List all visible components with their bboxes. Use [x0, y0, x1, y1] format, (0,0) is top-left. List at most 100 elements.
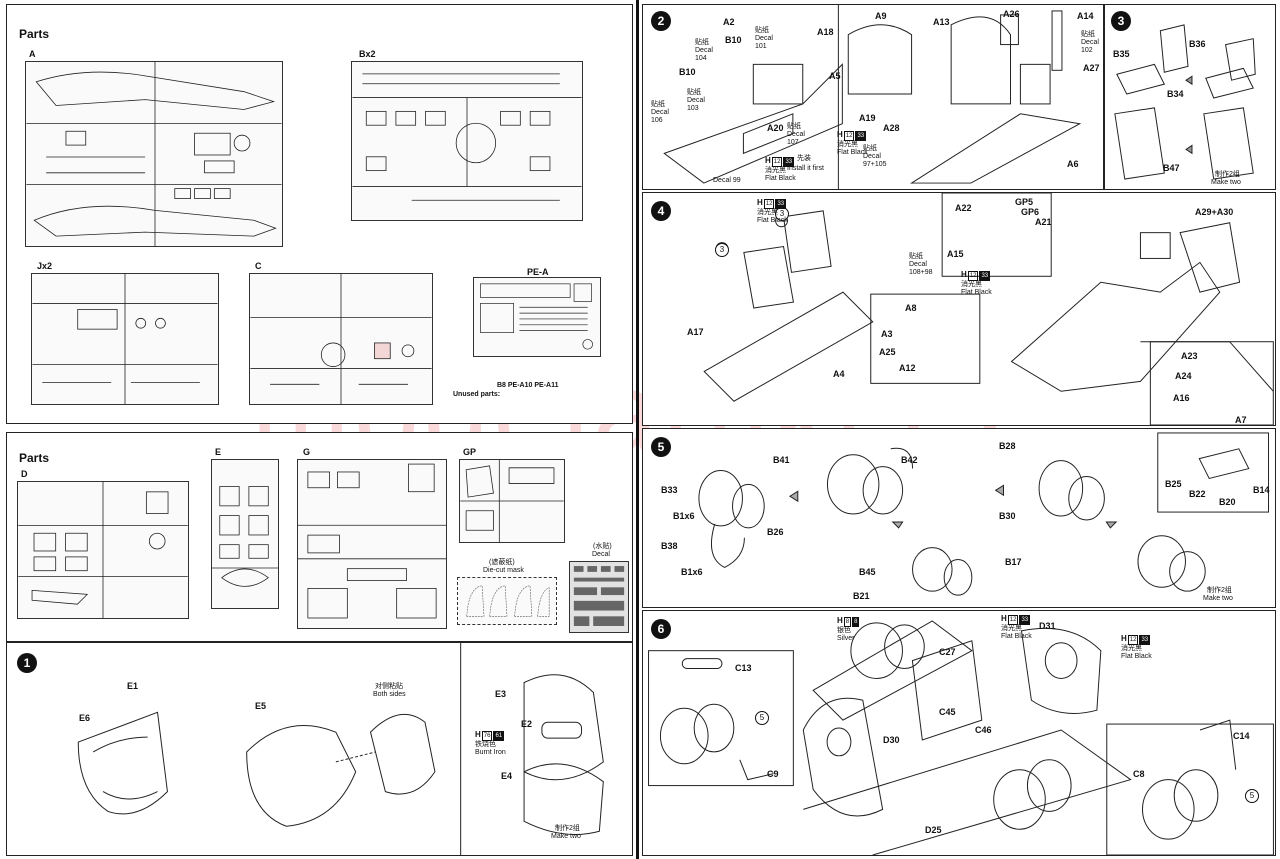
diecut-mask-label: Die-cut mask [483, 567, 524, 574]
part-label-b1x6: B1x6 [673, 511, 695, 521]
sprue-jx2-label: Jx2 [37, 261, 53, 271]
callout-text: 贴纸 [863, 145, 877, 152]
callout-text: 消光黑 [1001, 625, 1022, 632]
install-first-label: Install it first [787, 165, 824, 172]
part-label-a29-a30: A29+A30 [1195, 207, 1234, 217]
step-5-drawing [698, 432, 1270, 596]
part-label-c27: C27 [939, 647, 956, 657]
callout-text: 贴纸 [787, 123, 801, 130]
callout-text: 消光黑 [757, 209, 778, 216]
part-label-b33: B33 [661, 485, 678, 495]
part-label-a18: A18 [817, 27, 834, 37]
callout-text: Flat Black [837, 149, 868, 156]
sprue-a-label: A [29, 49, 36, 59]
part-label-b10: B10 [725, 35, 742, 45]
paint-name-cn: 铁烧色 [475, 741, 496, 748]
part-label-b30: B30 [999, 511, 1016, 521]
step-4-drawing [703, 193, 1274, 425]
part-label-b20: B20 [1219, 497, 1236, 507]
sprue-pea [473, 277, 601, 357]
callout-text: 33 [979, 271, 991, 281]
diecut-mask-sheet [457, 577, 557, 625]
part-label-a22: A22 [955, 203, 972, 213]
step-number: 1 [17, 653, 37, 673]
sprue-gp-label: GP [463, 447, 477, 457]
part-label-gp5: GP5 [1015, 197, 1034, 207]
callout-text: 8 [843, 617, 852, 627]
part-label-a26: A26 [1003, 9, 1020, 19]
callout-text: 108+98 [909, 269, 933, 276]
part-label-b38: B38 [661, 541, 678, 551]
sprue-e [211, 459, 279, 609]
both-sides-cn: 对侧粘贴 [375, 683, 403, 690]
part-label-b14: B14 [1253, 485, 1270, 495]
callout-text: Flat Black [765, 175, 796, 182]
callout-text: Flat Black [1001, 633, 1032, 640]
part-label-d31: D31 [1039, 621, 1056, 631]
callout-text: 33 [783, 157, 795, 167]
part-label-a27: A27 [1083, 63, 1100, 73]
unused-parts-list: B8 PE-A10 PE-A11 [497, 382, 559, 389]
step-3-panel: 3 B35 B36 B34 B47 制作2组 Make two [1104, 4, 1276, 190]
callout-text: 33 [775, 199, 787, 209]
part-label-c8: C8 [1133, 769, 1145, 779]
callout-text: 104 [695, 55, 707, 62]
paint-code: H [961, 270, 967, 279]
sprue-e-drawing [212, 486, 278, 587]
callout-text: 103 [687, 105, 699, 112]
callout-text: 12 [1127, 635, 1139, 645]
part-label-b17: B17 [1005, 557, 1022, 567]
part-label-b22: B22 [1189, 489, 1206, 499]
part-label-a5: A5 [829, 71, 841, 81]
callout-text: 12 [1007, 615, 1019, 625]
part-label-c46: C46 [975, 725, 992, 735]
step-2-panel: 2 A2 B10 B10 A18 A5 A20 A19 A9 A13 A26 A… [642, 4, 1104, 190]
part-label-c45: C45 [939, 707, 956, 717]
callout-text: 贴纸 [909, 253, 923, 260]
step-number: 3 [1111, 11, 1131, 31]
step-6-drawing [648, 620, 1274, 855]
callout-text: 12 [967, 271, 979, 281]
sprue-c [249, 273, 433, 405]
make-two-label: Make two [1211, 179, 1241, 186]
both-sides-label: Both sides [373, 691, 406, 698]
decal-callout-99: Decal 99 [713, 177, 741, 185]
part-label-a15: A15 [947, 249, 964, 259]
callout-text: Flat Black [961, 289, 992, 296]
paint-number-2: 61 [493, 731, 505, 741]
part-label-c9: C9 [767, 769, 779, 779]
sprue-d-label: D [21, 469, 28, 479]
callout-text: Silver [837, 635, 855, 642]
part-label-a16: A16 [1173, 393, 1190, 403]
part-label-a21: A21 [1035, 217, 1052, 227]
part-label-b42: B42 [901, 455, 918, 465]
callout-text: 12 [771, 157, 783, 167]
part-label-a13: A13 [933, 17, 950, 27]
part-label-c13: C13 [735, 663, 752, 673]
callout-text: 贴纸 [1081, 31, 1095, 38]
part-label-e5: E5 [255, 701, 267, 711]
part-label-b36: B36 [1189, 39, 1206, 49]
part-label-d30: D30 [883, 735, 900, 745]
pea-drawing [480, 283, 593, 350]
paint-code: H [837, 616, 843, 625]
sprue-bx2 [351, 61, 583, 221]
paint-code: H [1001, 614, 1007, 623]
decal-cn: (水贴) [593, 543, 612, 550]
callout-text: 银色 [837, 627, 851, 634]
sprue-g-drawing [298, 463, 446, 619]
callout-text: 12 [843, 131, 855, 141]
callout-text: 101 [755, 43, 767, 50]
callout-text: Decal [713, 177, 731, 184]
paint-code: H [475, 730, 481, 739]
callout-text: 贴纸 [755, 27, 769, 34]
paint-code: H [757, 198, 763, 207]
callout-text: Decal [651, 109, 669, 116]
